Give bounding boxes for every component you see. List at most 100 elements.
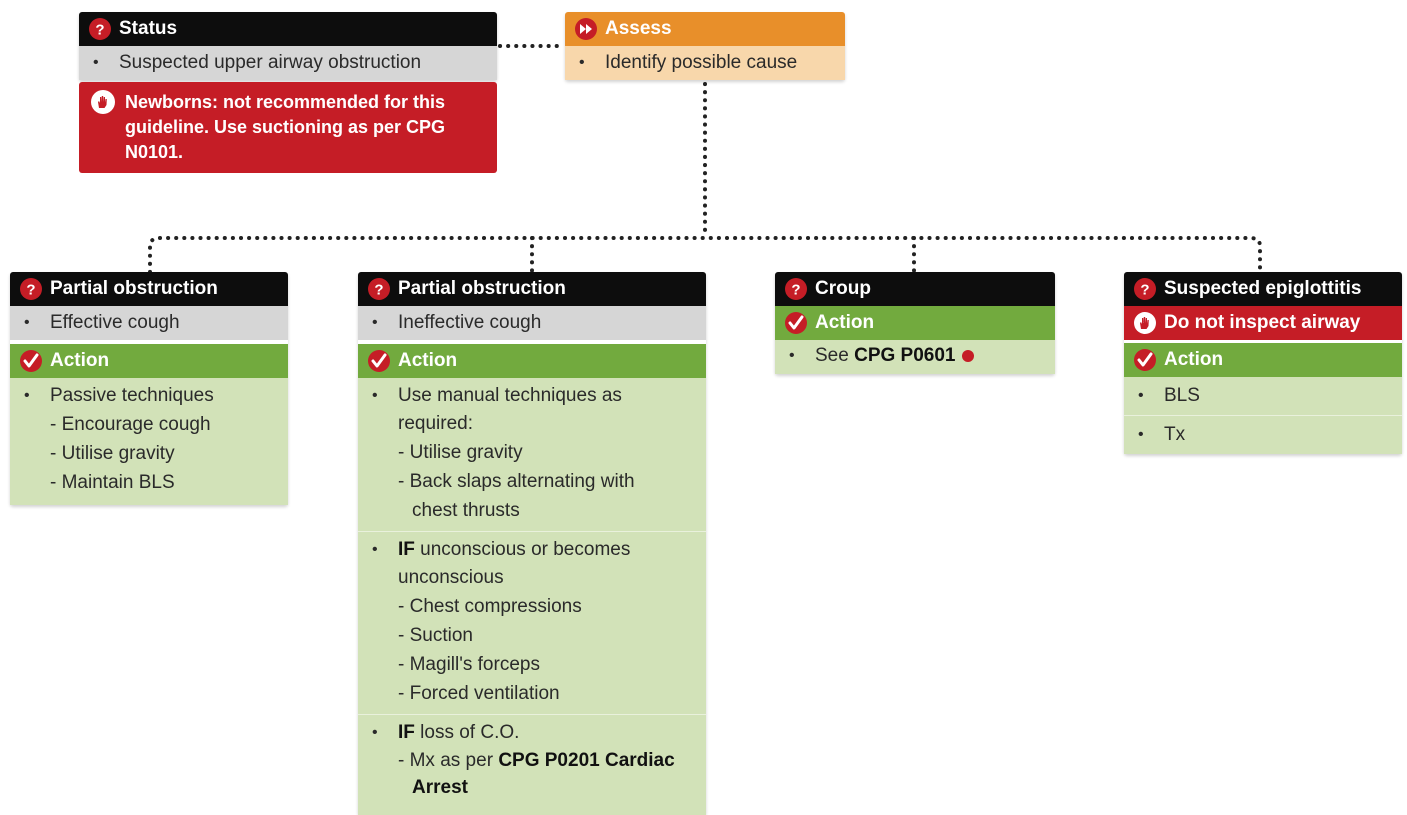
partial-effective-header: ? Partial obstruction [10, 272, 288, 306]
assess-item: • Identify possible cause [565, 46, 845, 80]
bls-text: BLS [1164, 385, 1200, 406]
question-icon: ? [89, 18, 111, 40]
partial-effective-box: ? Partial obstruction • Effective cough … [10, 272, 288, 505]
cpg-p0601-link[interactable]: CPG P0601 [854, 345, 956, 366]
effective-cough-item: • Effective cough [10, 306, 288, 340]
loss-co-section: • IF loss of C.O. Mx as per CPG P0201 Ca… [358, 715, 706, 815]
svg-text:?: ? [791, 282, 800, 299]
bullet: • [372, 724, 378, 741]
action-title: Action [1164, 349, 1224, 370]
passive-techniques-text: Passive techniques [50, 385, 214, 406]
ineffective-cough-item: • Ineffective cough [358, 306, 706, 340]
croup-box: ? Croup Action • See CPG P0601 [775, 272, 1055, 374]
do-not-inspect-warning: Do not inspect airway [1124, 306, 1402, 340]
action-title: Action [815, 312, 875, 333]
cardiac-arrest-ref: Mx as per CPG P0201 Cardiac Arrest [358, 747, 706, 801]
epiglottitis-actions: • BLS • Tx [1124, 377, 1402, 454]
sub-item: Maintain BLS [10, 468, 288, 497]
assess-header: Assess [565, 12, 845, 46]
svg-text:?: ? [1140, 282, 1149, 299]
list-item: • BLS [1124, 377, 1402, 416]
ineffective-cough-text: Ineffective cough [398, 312, 542, 333]
sub-item: Chest compressions [358, 592, 706, 621]
check-icon [785, 312, 807, 334]
action-header: Action [10, 344, 288, 378]
newborn-warning-text: Newborns: not recommended for this guide… [125, 92, 446, 162]
partial-effective-title: Partial obstruction [50, 278, 218, 299]
unconscious-condition: unconscious or becomes unconscious [398, 539, 631, 588]
action-header: Action [1124, 343, 1402, 377]
check-icon [20, 350, 42, 372]
sub-item: Forced ventilation [358, 679, 706, 708]
assess-title: Assess [605, 18, 672, 39]
unconscious-text: IF unconscious or becomes unconscious [398, 536, 694, 592]
status-item: • Suspected upper airway obstruction [79, 46, 497, 80]
partial-effective-actions: • Passive techniques Encourage cough Uti… [10, 378, 288, 505]
bullet: • [1138, 387, 1144, 404]
partial-ineffective-header: ? Partial obstruction [358, 272, 706, 306]
question-icon: ? [1134, 278, 1156, 300]
see-text: See [815, 345, 855, 366]
loss-co-text: IF loss of C.O. [398, 719, 519, 747]
epiglottitis-title: Suspected epiglottitis [1164, 278, 1362, 299]
bullet: • [24, 314, 30, 331]
croup-title: Croup [815, 278, 871, 299]
sub-item: Utilise gravity [10, 439, 288, 468]
bullet: • [372, 387, 378, 404]
question-icon: ? [368, 278, 390, 300]
bullet: • [789, 347, 795, 364]
do-not-inspect-text: Do not inspect airway [1164, 312, 1361, 333]
partial-ineffective-box: ? Partial obstruction • Ineffective coug… [358, 272, 706, 815]
assess-box: Assess • Identify possible cause [565, 12, 845, 80]
croup-item-text: See CPG P0601 [815, 342, 974, 370]
tx-text: Tx [1164, 424, 1186, 445]
bullet: • [579, 54, 585, 71]
stop-hand-icon [91, 90, 115, 114]
bullet: • [372, 541, 378, 558]
list-item: • Passive techniques [10, 382, 288, 410]
status-title: Status [119, 18, 178, 39]
status-box: ? Status • Suspected upper airway obstru… [79, 12, 497, 80]
list-item: • IF loss of C.O. [358, 719, 706, 747]
status-header: ? Status [79, 12, 497, 46]
check-icon [1134, 349, 1156, 371]
bullet: • [372, 314, 378, 331]
sub-item: Encourage cough [10, 410, 288, 439]
svg-text:?: ? [374, 282, 383, 299]
status-item-text: Suspected upper airway obstruction [119, 52, 422, 73]
action-header: Action [775, 306, 1055, 340]
croup-header: ? Croup [775, 272, 1055, 306]
epiglottitis-box: ? Suspected epiglottitis Do not inspect … [1124, 272, 1402, 454]
check-icon [368, 350, 390, 372]
sub-item: Utilise gravity [358, 438, 706, 467]
list-item: • IF unconscious or becomes unconscious [358, 536, 706, 592]
bullet: • [24, 387, 30, 404]
svg-text:?: ? [95, 22, 104, 39]
newborn-warning: Newborns: not recommended for this guide… [79, 82, 497, 173]
epiglottitis-header: ? Suspected epiglottitis [1124, 272, 1402, 306]
unconscious-section: • IF unconscious or becomes unconscious … [358, 532, 706, 715]
action-title: Action [50, 350, 110, 371]
fast-forward-icon [575, 18, 597, 40]
loss-co-condition: loss of C.O. [414, 722, 520, 743]
cpg-p0201-link[interactable]: CPG P0201 Cardiac Arrest [412, 750, 675, 798]
list-item: • Use manual techniques as required: [358, 382, 706, 438]
bullet: • [93, 54, 99, 71]
sub-item: Back slaps alternating with chest thrust… [358, 467, 706, 525]
if-label: IF [398, 539, 415, 560]
list-item: • Tx [1124, 416, 1402, 454]
sub-item: Magill's forceps [358, 650, 706, 679]
croup-item: • See CPG P0601 [775, 340, 1055, 374]
partial-ineffective-actions: • Use manual techniques as required: Uti… [358, 378, 706, 815]
effective-cough-text: Effective cough [50, 312, 180, 333]
action-title: Action [398, 350, 458, 371]
bullet: • [1138, 426, 1144, 443]
stop-hand-icon [1134, 312, 1156, 334]
svg-text:?: ? [26, 282, 35, 299]
assess-item-text: Identify possible cause [605, 52, 798, 73]
question-icon: ? [785, 278, 807, 300]
manual-techniques-text: Use manual techniques as required: [398, 385, 622, 434]
partial-ineffective-title: Partial obstruction [398, 278, 566, 299]
mx-text: Mx as per [409, 750, 499, 771]
question-icon: ? [20, 278, 42, 300]
